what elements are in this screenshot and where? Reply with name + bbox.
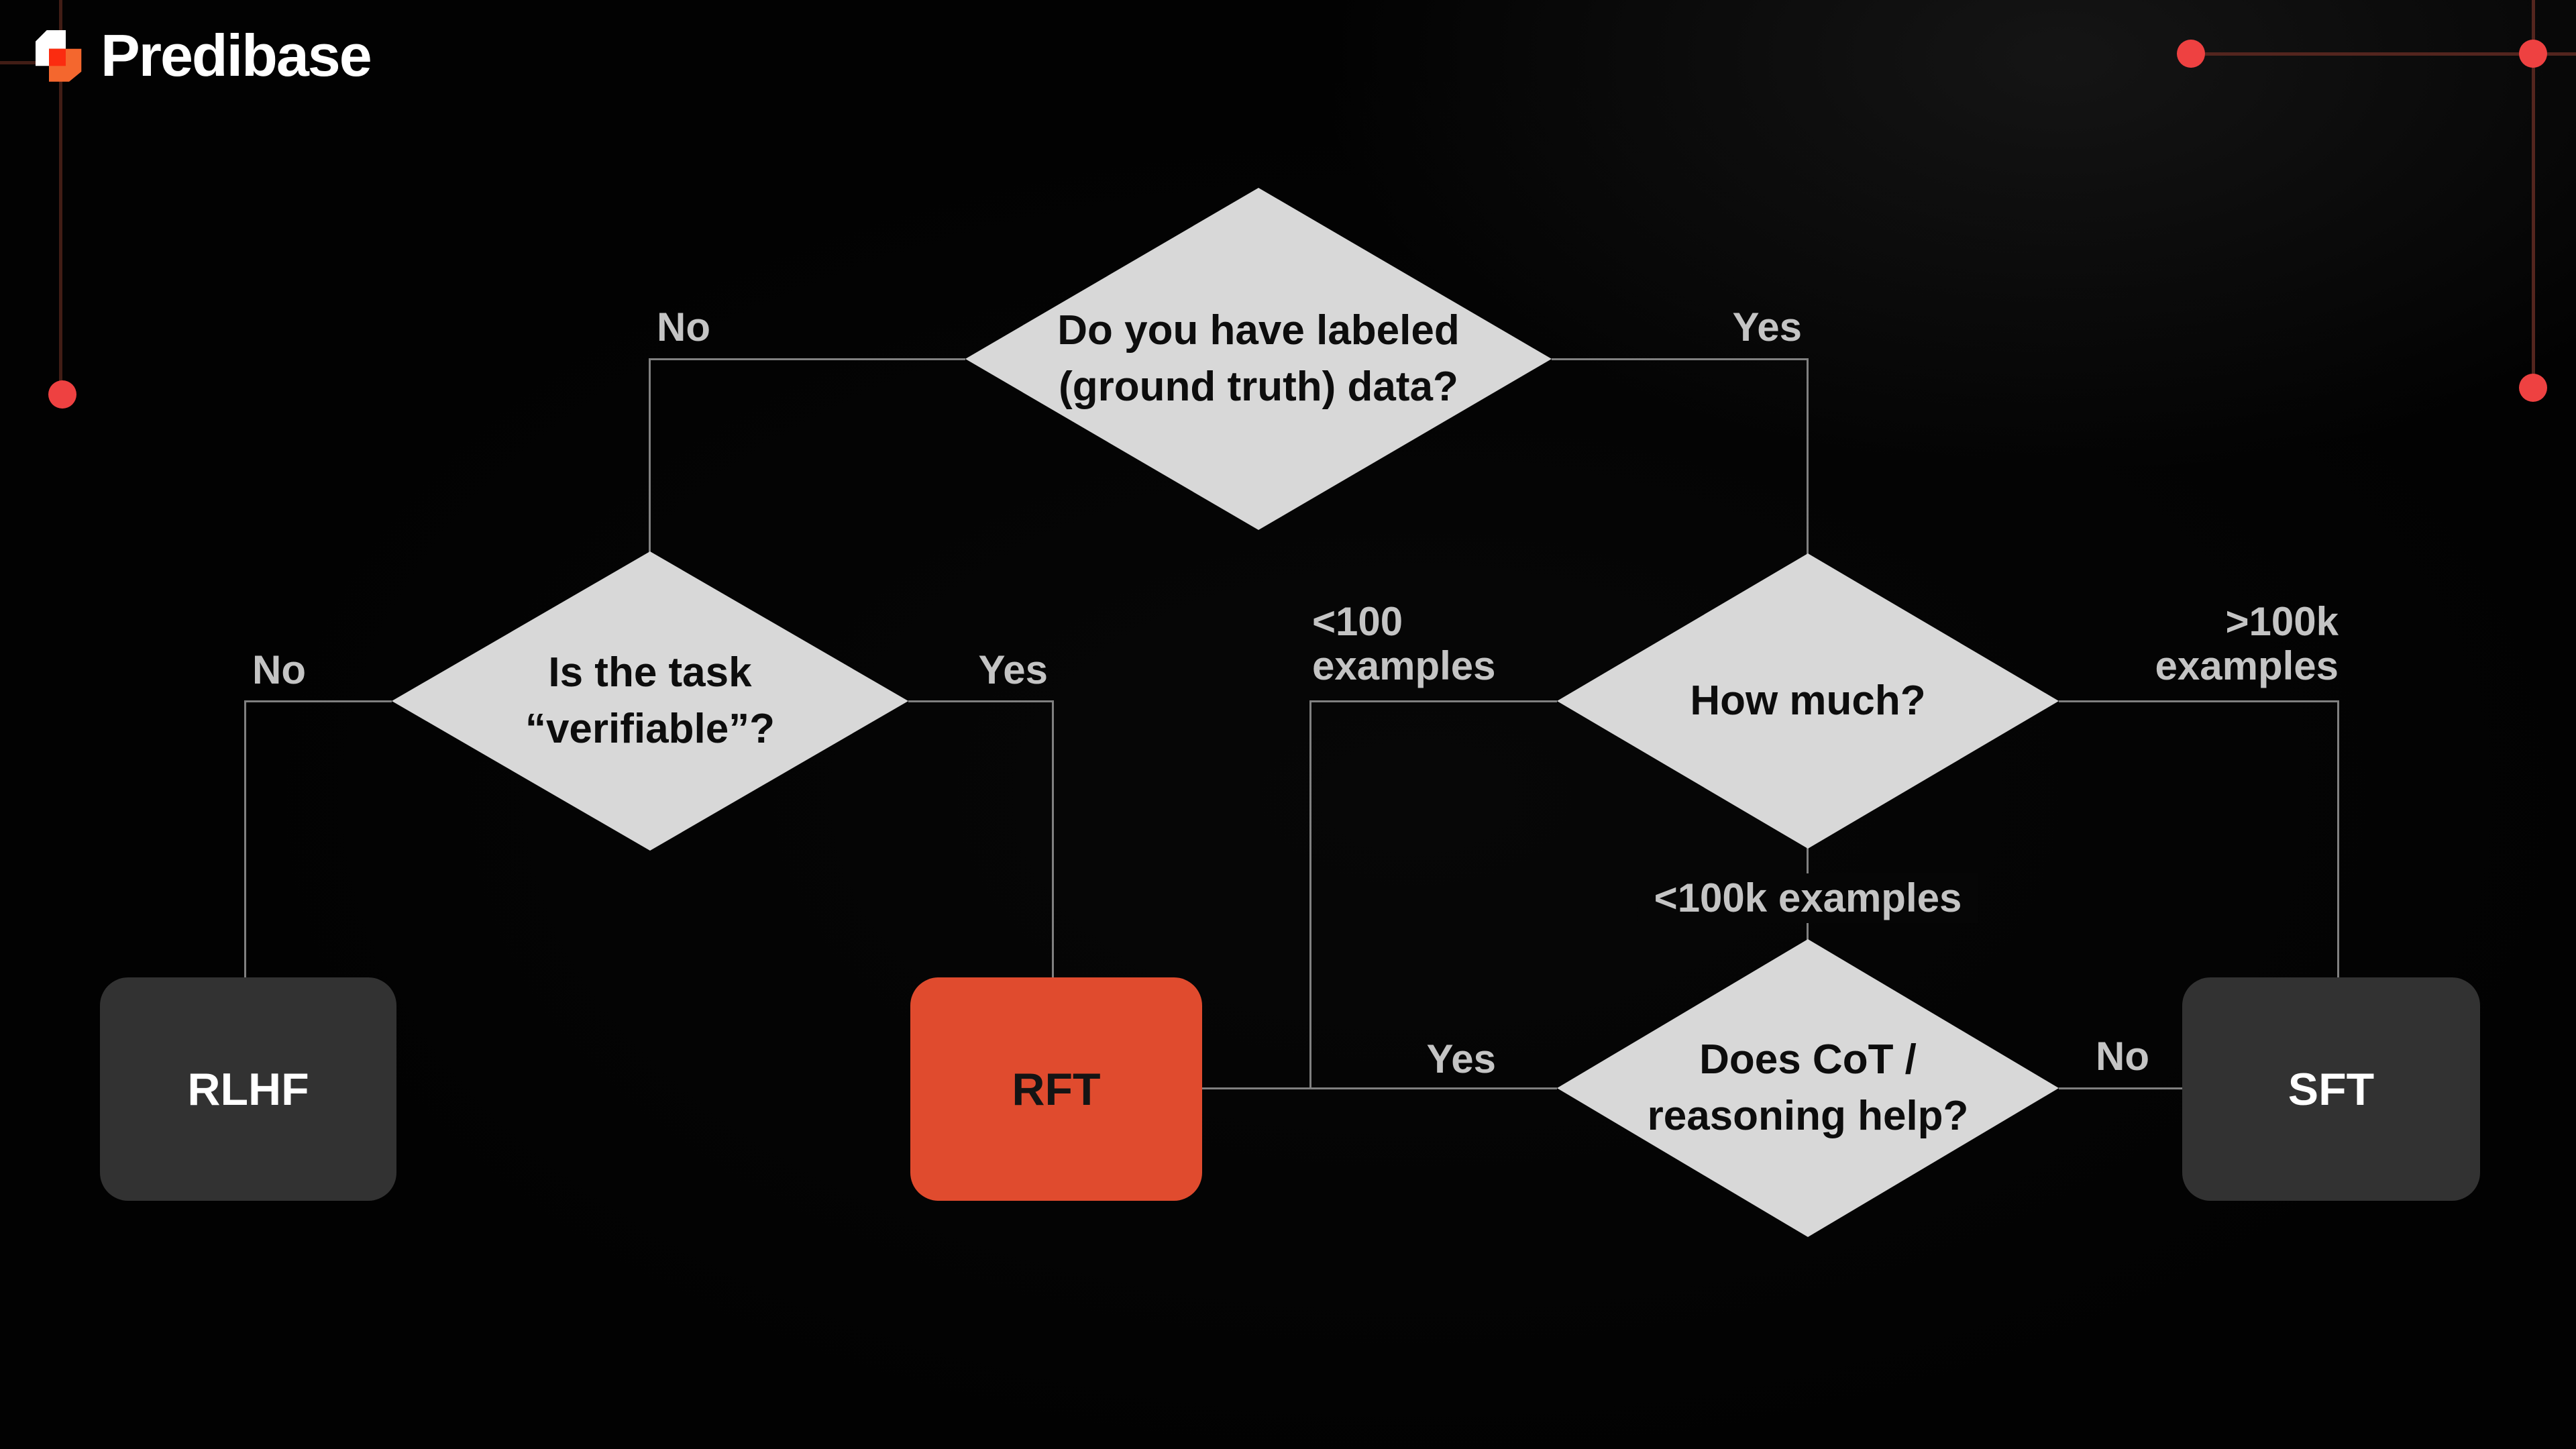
edge-gt100k-vertical	[2337, 700, 2339, 977]
edge-labeled-yes-horizontal	[1552, 358, 1808, 360]
decor-top-left-dot	[48, 380, 76, 409]
decision-verifiable-line2: “verifiable”?	[525, 706, 775, 752]
edge-lt100-horizontal	[1311, 700, 1557, 702]
edge-label-lt100-examples: <100 examples	[1312, 600, 1496, 688]
edge-verifiable-no-horizontal	[246, 700, 392, 702]
edge-label-labeled-no: No	[657, 305, 710, 350]
decor-top-right-vertical-line	[2532, 0, 2535, 389]
edge-label-gt100k-line1: >100k	[2225, 599, 2339, 644]
decision-labeled-data-line1: Do you have labeled	[1057, 307, 1460, 354]
decor-top-right-dot-bottom	[2519, 374, 2547, 402]
result-box-sft: SFT	[2182, 977, 2480, 1201]
edge-label-gt100k-examples: >100k examples	[2155, 600, 2339, 688]
result-rlhf-label: RLHF	[187, 1063, 309, 1115]
edge-labeled-no-horizontal	[650, 358, 965, 360]
edge-labeled-yes-vertical	[1807, 358, 1809, 555]
decision-labeled-data-line2: (ground truth) data?	[1059, 364, 1458, 410]
result-sft-label: SFT	[2288, 1063, 2375, 1115]
edge-verifiable-no-vertical	[244, 700, 246, 977]
decision-cot-line2: reasoning help?	[1647, 1093, 1969, 1139]
predibase-logo: Predibase	[36, 21, 372, 90]
edge-label-verifiable-no: No	[252, 647, 306, 692]
result-box-rlhf: RLHF	[100, 977, 396, 1201]
edge-label-lt100k-examples: <100k examples	[1638, 873, 1978, 923]
decision-verifiable-line1: Is the task	[548, 649, 752, 696]
edge-label-lt100-line2: examples	[1312, 643, 1496, 688]
edge-verifiable-yes-vertical	[1052, 700, 1054, 981]
decor-top-left-horizontal-line	[0, 61, 36, 64]
edge-label-verifiable-yes: Yes	[978, 647, 1048, 692]
decision-labeled-data: Do you have labeled (ground truth) data?	[965, 188, 1552, 530]
edge-lt100-vertical	[1309, 700, 1311, 1088]
predibase-logo-wordmark: Predibase	[101, 22, 372, 89]
decision-how-much: How much?	[1557, 553, 2059, 849]
edge-gt100k-horizontal	[2059, 700, 2339, 702]
decor-top-right-horizontal-line	[2190, 52, 2576, 56]
edge-cot-yes-horizontal	[1202, 1087, 1557, 1089]
edge-cot-no-horizontal	[2059, 1087, 2182, 1089]
result-box-rft: RFT	[910, 977, 1202, 1201]
decor-top-right-dot-left	[2177, 40, 2205, 68]
decor-top-right-dot-cross	[2519, 40, 2547, 68]
decor-top-left-vertical-line	[59, 0, 62, 394]
edge-label-cot-no: No	[2096, 1034, 2149, 1079]
edge-label-labeled-yes: Yes	[1732, 305, 1802, 350]
edge-labeled-no-vertical	[649, 358, 651, 553]
decision-how-much-line1: How much?	[1690, 678, 1926, 724]
edge-verifiable-yes-horizontal	[908, 700, 1053, 702]
edge-label-cot-yes: Yes	[1426, 1036, 1496, 1081]
predibase-logo-icon	[36, 30, 82, 82]
decision-cot-line1: Does CoT /	[1699, 1036, 1917, 1083]
result-rft-label: RFT	[1012, 1063, 1101, 1115]
decision-cot-reasoning: Does CoT / reasoning help?	[1557, 939, 2059, 1237]
decision-verifiable: Is the task “verifiable”?	[392, 551, 908, 851]
edge-label-lt100-line1: <100	[1312, 599, 1403, 644]
edge-label-gt100k-line2: examples	[2155, 643, 2339, 688]
